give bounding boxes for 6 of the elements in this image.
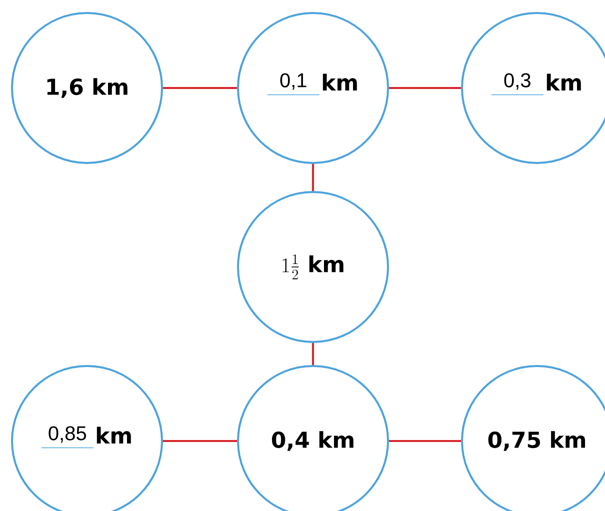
connector-line xyxy=(163,440,237,442)
connector-line xyxy=(312,164,314,191)
connector-line xyxy=(389,440,461,442)
connector-line xyxy=(312,343,314,365)
connector-line xyxy=(163,87,237,89)
connector-line xyxy=(389,87,461,89)
